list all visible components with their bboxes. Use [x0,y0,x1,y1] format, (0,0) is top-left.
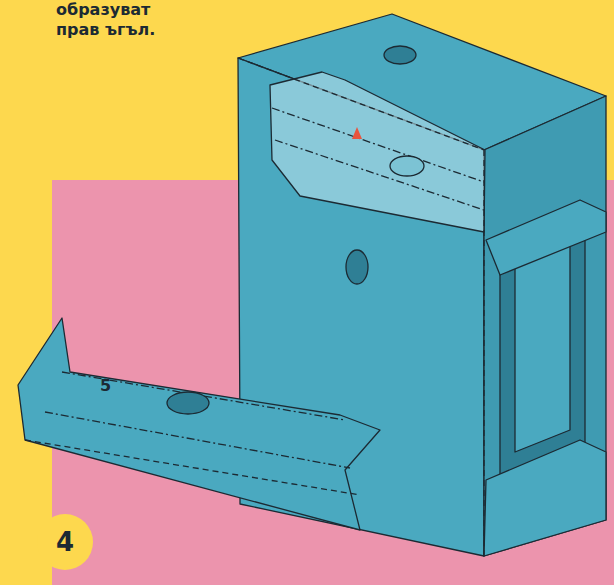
step-number: 4 [56,527,74,557]
fold-line [238,58,484,150]
hole [390,156,424,176]
fold-line [272,108,484,182]
fold-line [483,150,484,556]
callout-number: 5 [100,376,130,396]
hole [346,250,368,284]
instruction-note: образуват прав ъгъл. [56,0,196,40]
hole [167,392,209,414]
fold-line [275,140,484,210]
hole [384,46,416,64]
side-flap-top [486,200,606,275]
box-side [484,96,606,556]
marker-triangle [352,127,362,139]
piece-five [18,318,380,530]
step-number-circle: 4 [37,514,93,570]
fold-line [62,372,345,420]
side-flap-bottom [484,440,606,556]
insert-piece [270,72,485,232]
fold-line [45,412,350,468]
fold-line [25,440,360,495]
